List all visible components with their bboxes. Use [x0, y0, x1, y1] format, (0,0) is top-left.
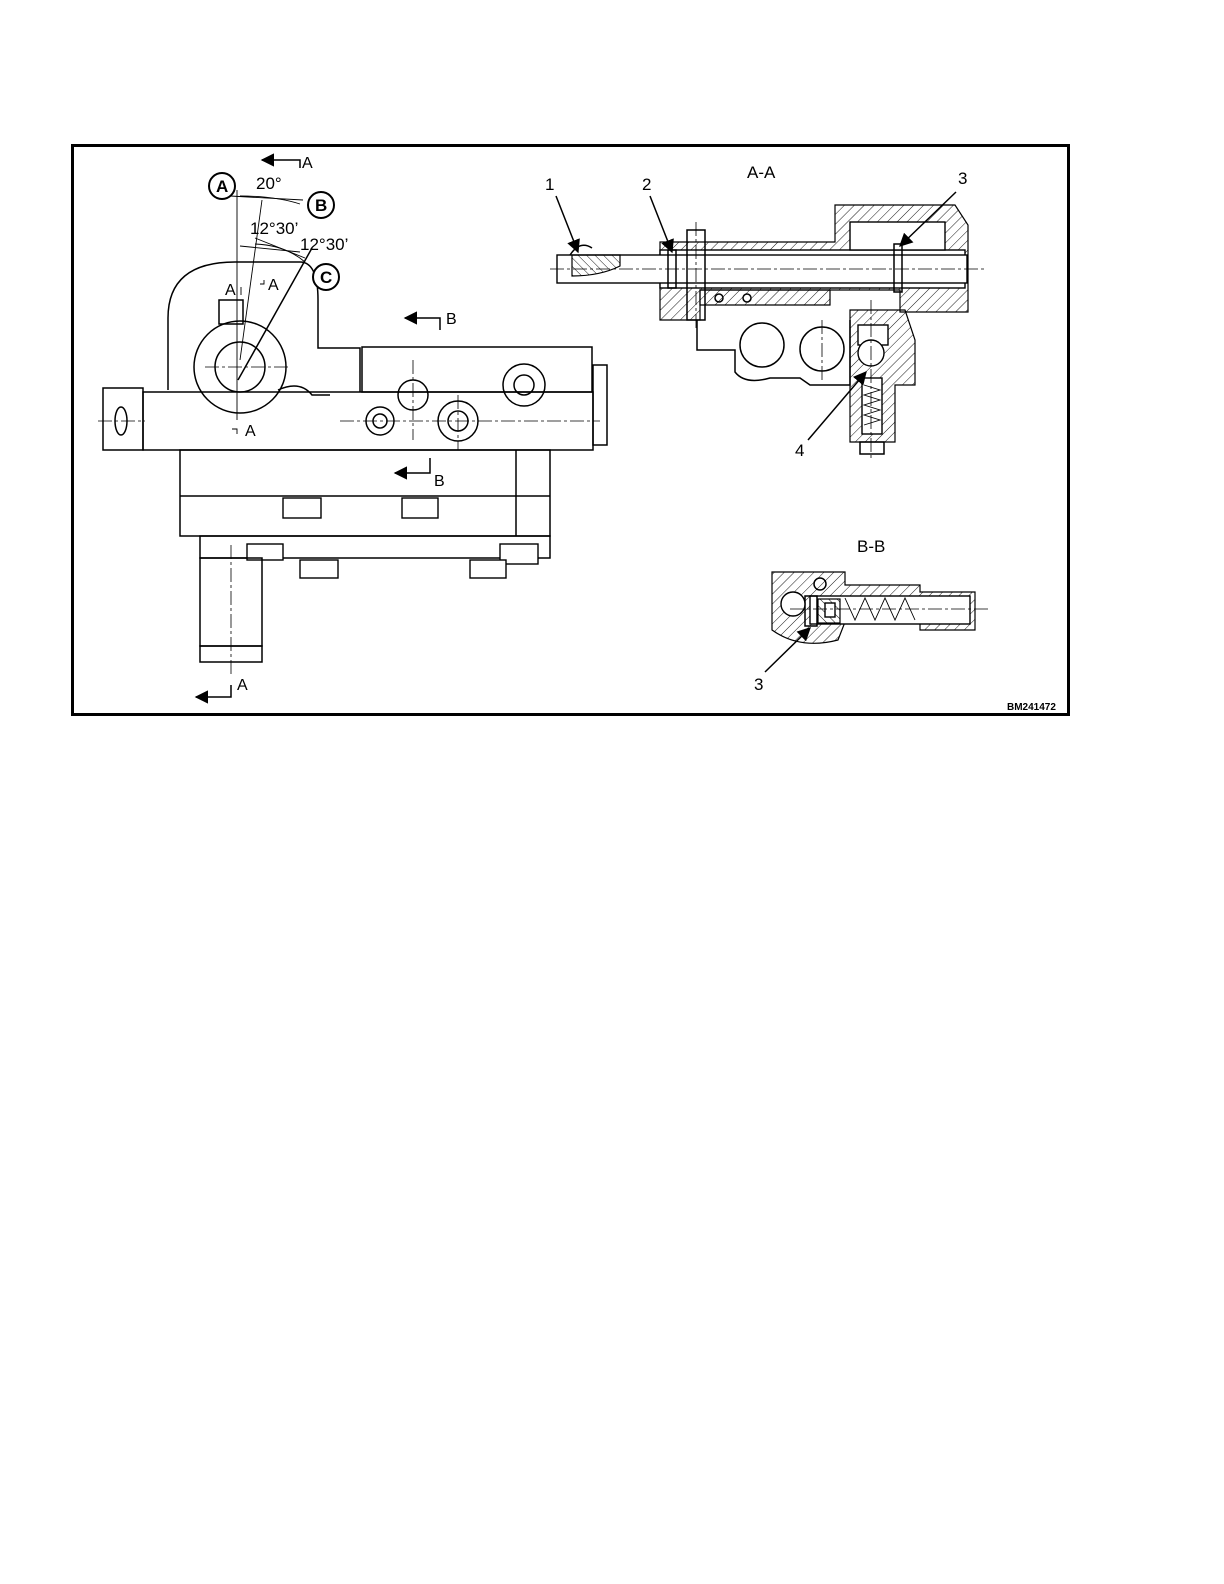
section-marker-a-top: A — [302, 155, 313, 172]
callout-a-label: A — [216, 177, 228, 196]
section-aa-view — [550, 205, 985, 460]
section-marker-a-left: A — [225, 282, 236, 299]
figure-id: BM241472 — [1007, 702, 1056, 713]
section-aa-callout-3: 3 — [958, 169, 967, 188]
section-marker-a-right: A — [268, 277, 279, 294]
section-aa-callout-4: 4 — [795, 441, 804, 460]
callout-b-label: B — [315, 196, 327, 215]
section-marker-a-mid: A — [245, 423, 256, 440]
section-bb-callout-3: 3 — [754, 675, 763, 694]
section-aa-title: A-A — [747, 163, 776, 182]
section-bb-title: B-B — [857, 537, 885, 556]
section-marker-a-bottom: A — [237, 677, 248, 694]
angle-20-label: 20° — [256, 174, 282, 193]
section-aa-callout-1: 1 — [545, 175, 554, 194]
section-marker-b-lower: B — [434, 473, 445, 490]
main-view — [98, 160, 607, 697]
section-aa-callout-2: 2 — [642, 175, 651, 194]
callout-c-label: C — [320, 268, 332, 287]
angle-12-30-label-1: 12°30’ — [250, 219, 298, 238]
leader-1 — [556, 196, 578, 252]
section-marker-b-upper: B — [446, 311, 457, 328]
angle-12-30-label-2: 12°30’ — [300, 235, 348, 254]
